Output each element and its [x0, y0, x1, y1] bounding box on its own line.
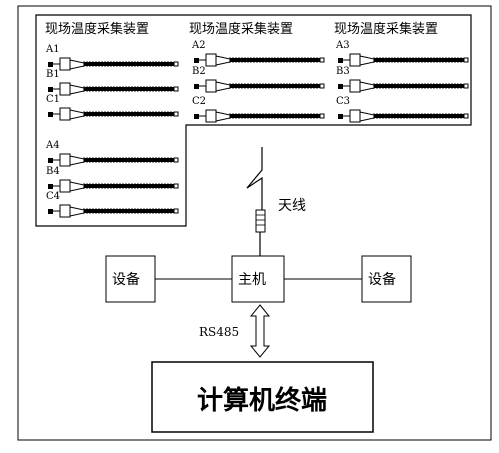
sensor-taper	[215, 81, 231, 92]
sensor-pin	[338, 84, 343, 89]
sensor-tip	[463, 83, 469, 89]
sensor-label: A3	[335, 40, 350, 51]
sensor-probe: C2	[192, 96, 325, 123]
sensor-probe: C1	[46, 94, 179, 121]
sensor-taper	[215, 55, 231, 66]
device-title-2: 现场温度采集装置	[189, 21, 293, 37]
sensor-head	[349, 53, 361, 67]
sensor-head	[349, 109, 361, 123]
antenna-label: 天线	[278, 198, 306, 214]
sensor-probe: A2	[191, 40, 325, 67]
sensor-taper	[359, 55, 375, 66]
sensor-head	[205, 109, 217, 123]
sensor-label: B3	[336, 66, 350, 77]
sensor-pin	[48, 112, 53, 117]
terminal-box	[151, 361, 374, 433]
sensor-pin	[194, 84, 199, 89]
sensor-probe: A1	[45, 44, 179, 71]
sensor-pin	[338, 58, 343, 63]
sensor-pin	[48, 62, 53, 67]
sensor-head	[205, 79, 217, 93]
rs485-label: RS485	[199, 325, 239, 339]
sensor-label: A2	[191, 40, 206, 51]
sensor-probe: B1	[46, 69, 179, 96]
sensor-taper	[359, 81, 375, 92]
sensor-label: B4	[46, 166, 60, 177]
sensor-tip	[319, 83, 325, 89]
antenna: 天线	[246, 147, 306, 256]
sensor-pin	[48, 209, 53, 214]
sensor-tip	[463, 113, 469, 119]
sensor-pin	[48, 87, 53, 92]
host-label: 主机	[238, 272, 266, 288]
sensor-head	[59, 179, 71, 193]
sensor-label: A1	[45, 44, 60, 55]
sensor-tip	[173, 61, 179, 67]
sensor-probe: A4	[45, 140, 179, 167]
sensor-taper	[359, 111, 375, 122]
outer-frame	[17, 5, 492, 441]
sensor-tip	[173, 86, 179, 92]
sensor-head	[59, 153, 71, 167]
sensor-taper	[69, 109, 85, 120]
antenna-mast	[246, 147, 263, 210]
sensor-tip	[173, 157, 179, 163]
left-device-label: 设备	[112, 271, 140, 288]
sensor-probe: A3	[335, 40, 469, 67]
sensor-head	[59, 107, 71, 121]
device-title-3: 现场温度采集装置	[334, 21, 438, 37]
sensor-label: B2	[192, 66, 206, 77]
sensor-label: C3	[336, 96, 350, 107]
sensor-head	[59, 204, 71, 218]
antenna-connector	[255, 209, 266, 233]
sensor-probe: B2	[192, 66, 325, 93]
sensor-taper	[69, 206, 85, 217]
rs485-arrow	[249, 304, 271, 358]
sensor-pin	[194, 58, 199, 63]
sensor-taper	[69, 155, 85, 166]
sensor-label: A4	[45, 140, 60, 151]
sensor-tip	[463, 57, 469, 63]
devices-region	[35, 14, 472, 227]
terminal-label: 计算机终端	[197, 385, 327, 416]
sensor-tip	[173, 208, 179, 214]
sensor-probe: B4	[46, 166, 179, 193]
sensor-probe: C4	[46, 191, 179, 218]
sensor-pin	[48, 184, 53, 189]
sensor-pin	[338, 114, 343, 119]
sensor-probe: B3	[336, 66, 469, 93]
sensor-label: C2	[192, 96, 206, 107]
sensor-label: C4	[46, 191, 60, 202]
sensor-pin	[194, 114, 199, 119]
sensor-taper	[69, 84, 85, 95]
sensor-taper	[69, 181, 85, 192]
sensor-head	[205, 53, 217, 67]
sensor-tip	[173, 183, 179, 189]
sensor-head	[349, 79, 361, 93]
right-device-label: 设备	[368, 271, 396, 288]
device-title-1: 现场温度采集装置	[45, 21, 149, 37]
sensor-head	[59, 57, 71, 71]
sensor-taper	[215, 111, 231, 122]
sensor-head	[59, 82, 71, 96]
sensor-label: C1	[46, 94, 60, 105]
sensor-tip	[319, 113, 325, 119]
sensor-pin	[48, 158, 53, 163]
sensor-tip	[319, 57, 325, 63]
sensor-taper	[69, 59, 85, 70]
sensor-probe: C3	[336, 96, 469, 123]
sensor-label: B1	[46, 69, 60, 80]
sensor-tip	[173, 111, 179, 117]
